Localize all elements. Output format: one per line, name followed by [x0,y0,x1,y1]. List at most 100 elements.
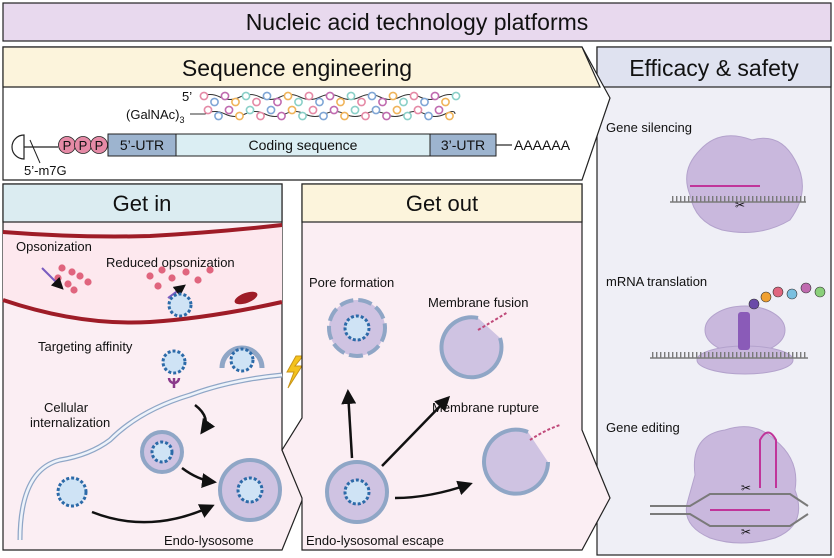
escape-label: Endo-lysosomal escape [306,533,444,548]
getout-header [301,183,583,223]
opsonization-label: Opsonization [16,239,92,254]
amino-acid-bead [800,282,812,294]
nucleotide-bead [210,97,219,107]
nucleotide-bead [424,111,433,121]
targeting-nanoparticle [161,349,187,388]
nanoparticle-vessel [167,292,193,318]
nucleotide-bead [409,91,419,101]
nucleotide-bead [340,111,349,121]
nucleotide-bead [336,97,345,107]
scissors-icon-3: ✂ [741,525,751,539]
getin-heading: Get in [113,191,172,216]
nucleotide-bead [304,91,314,101]
blood-vessel [2,223,283,325]
cellular-label-1: Cellular [44,400,89,415]
nucleotide-bead [283,91,293,101]
nucleotide-bead [273,97,282,107]
nucleotide-bead [235,111,244,121]
amino-acid-bead [786,288,798,300]
nucleotide-bead [413,105,423,115]
nucleotide-bead [199,91,209,101]
nucleotide-bead [403,111,412,121]
main-title: Nucleic acid technology platforms [246,9,589,35]
nucleotide-bead [382,111,391,121]
risc-complex [686,135,803,233]
rupture-label: Membrane rupture [432,400,539,415]
nucleotide-bead [378,97,387,107]
nucleotide-bead [361,111,370,121]
nucleotide-bead [308,105,318,115]
opsonin-dot [70,286,78,294]
dna-bottom [650,513,809,527]
efficacy-heading: Efficacy & safety [629,55,799,81]
opsonin-dot [68,268,76,276]
nucleotide-bead [350,105,360,115]
polya-label: AAAAAA [514,137,571,153]
nucleotide-bead [319,111,328,121]
nucleotide-bead [252,97,261,107]
nucleotide-bead [262,91,272,101]
nucleotide-bead [451,91,461,101]
nucleotide-bead [214,111,223,121]
endo-lysosome-label: Endo-lysosome [164,533,254,548]
nucleotide-bead [277,111,286,121]
nucleotide-bead [294,97,303,107]
nucleotide-bead [357,97,366,107]
red-blood-cell [234,291,258,305]
sequence-header [2,46,601,88]
opsonin-dot [158,266,166,274]
nucleotide-bead [367,91,377,101]
mrna-translation-strand [650,352,808,358]
svg-text:Coding sequence: Coding sequence [249,137,358,153]
nucleotide-bead [231,97,240,107]
opsonin-dot [182,268,190,276]
getin-header [2,183,283,223]
guide-rna [759,431,777,488]
pore-label: Pore formation [309,275,394,290]
nucleotide-bead [315,97,324,107]
amino-acid-bead [760,291,772,303]
scissors-icon-1: ✂ [735,198,745,212]
nucleotide-bead [329,105,339,115]
nucleotide-bead [266,105,276,115]
target-mrna-silencing [670,196,806,202]
svg-text:P: P [95,138,104,153]
lightning-icon [286,355,305,389]
mrna-construct: P P P 5’-m7G 5’-UTR Coding sequence 3’-U… [11,133,571,178]
nucleotide-bead [224,105,234,115]
gene-editing-label: Gene editing [606,420,680,435]
opsonin-dot [76,272,84,280]
nucleotide-bead [241,91,251,101]
efficacy-header [596,46,832,88]
svg-text:5’-UTR: 5’-UTR [120,137,164,153]
mrna-translation-label: mRNA translation [606,274,707,289]
nucleotide-bead [298,111,307,121]
gene-silencing-label: Gene silencing [606,120,692,135]
amino-acid-bead [814,286,826,298]
cellular-label-2: internalization [30,415,110,430]
nucleotide-bead [220,91,230,101]
cap-label: 5’-m7G [24,163,67,178]
opsonin-dot [206,266,214,274]
nucleotide-bead [434,105,444,115]
nucleotide-bead [325,91,335,101]
nucleotide-bead [441,97,450,107]
amino-acid-bead [748,298,760,310]
svg-text:3’-UTR: 3’-UTR [441,137,485,153]
galnac-label: (GalNAc)3 [126,107,184,125]
nucleotide-bead [245,105,255,115]
svg-text:P: P [79,138,88,153]
internalizing-nanoparticle [56,476,88,508]
opsonin-dot [194,276,202,284]
opsonin-dot [58,264,66,272]
trna-icon [738,312,750,350]
cas-complex [685,426,800,544]
opsonin-dot [64,280,72,288]
dna-top [650,493,809,507]
opsonin-dot [146,272,154,280]
nucleotide-bead [388,91,398,101]
nucleotide-bead [203,105,213,115]
nucleotide-bead [420,97,429,107]
opsonin-dot [154,282,162,290]
